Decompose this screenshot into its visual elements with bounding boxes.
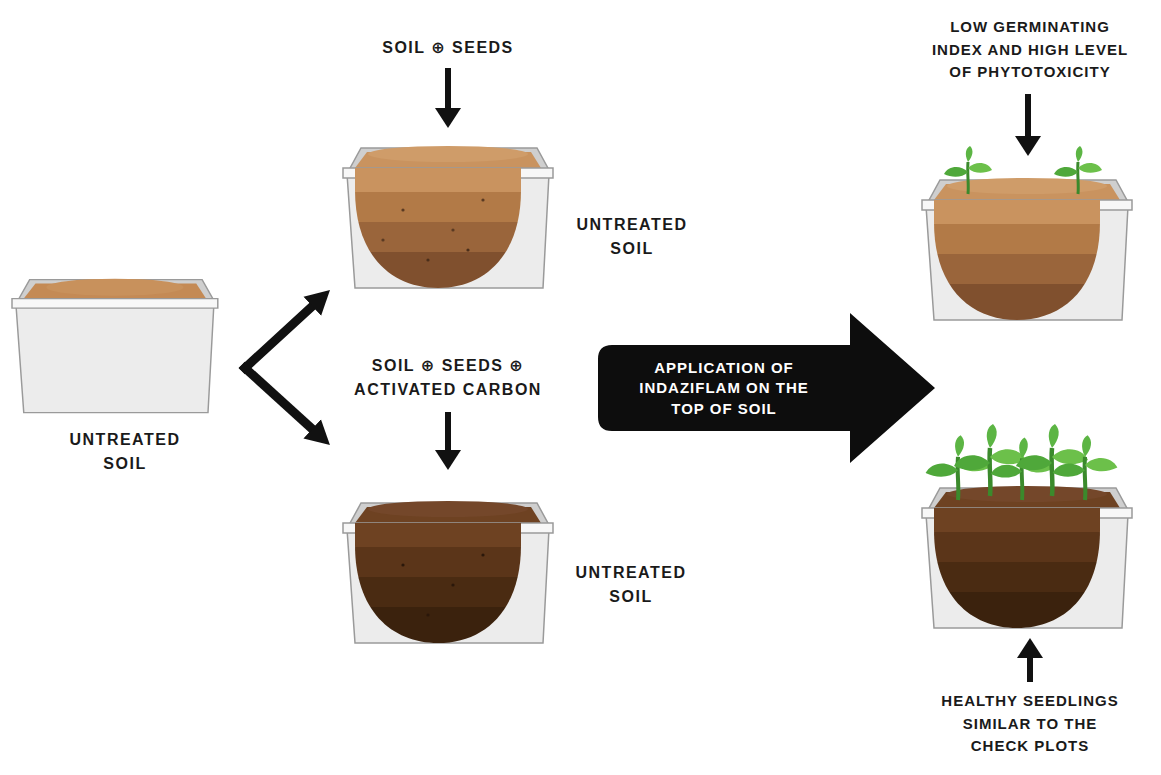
step-label: APPLICATION OF INDAZIFLAM ON THE TOP OF … [624, 358, 824, 419]
split-arrow [245, 368, 318, 434]
pointer-arrow [435, 68, 1043, 682]
process-arrow: APPLICATION OF INDAZIFLAM ON THE TOP OF … [598, 313, 935, 463]
arrow-shape-outline [598, 313, 935, 463]
soil-pot-cutaway [922, 486, 1132, 628]
text-holder: LOW GERMINATING INDEX AND HIGH LEVEL OF … [925, 16, 1135, 84]
split-arrow [245, 301, 318, 368]
soil-pot-cutaway [343, 501, 553, 643]
pot-group: UNTREATED SOIL [10, 268, 245, 480]
seedling [1016, 424, 1088, 496]
pot-group: LOW GERMINATING INDEX AND HIGH LEVEL OF … [905, 8, 1155, 323]
pot-heading: SOIL ⊕ SEEDS ⊕ ACTIVATED CARBON [330, 354, 566, 402]
text-holder: APPLICATION OF INDAZIFLAM ON THE TOP OF … [624, 358, 824, 419]
text-holder: UNTREATED SOIL [561, 561, 701, 609]
text-holder: SOIL ⊕ SEEDS ⊕ ACTIVATED CARBON [330, 354, 566, 402]
text-holder: HEALTHY SEEDLINGS SIMILAR TO THE CHECK P… [935, 690, 1125, 758]
pot-label: UNTREATED SOIL [561, 561, 701, 609]
text-holder: SOIL ⊕ SEEDS [338, 36, 558, 60]
seedling [1054, 146, 1102, 194]
soil-pot-cutaway [343, 146, 553, 288]
pot-label: LOW GERMINATING INDEX AND HIGH LEVEL OF … [925, 16, 1135, 84]
text-holder: UNTREATED SOIL [562, 213, 702, 261]
seedling [1053, 435, 1118, 500]
pot-heading: SOIL ⊕ SEEDS [338, 36, 558, 60]
text-holder: UNTREATED SOIL [55, 428, 195, 476]
seedling [954, 424, 1026, 496]
pot-label: HEALTHY SEEDLINGS SIMILAR TO THE CHECK P… [935, 690, 1125, 758]
pot-group: SOIL ⊕ SEEDS UNTREATED SOIL [330, 28, 710, 296]
pot-label: UNTREATED SOIL [562, 213, 702, 261]
seedling [944, 146, 992, 194]
soil-pot-cutaway [922, 178, 1132, 320]
soil-pot [12, 279, 218, 413]
seedling [991, 438, 1053, 500]
pot-group: HEALTHY SEEDLINGS SIMILAR TO THE CHECK P… [905, 415, 1155, 770]
pot-label: UNTREATED SOIL [55, 428, 195, 476]
